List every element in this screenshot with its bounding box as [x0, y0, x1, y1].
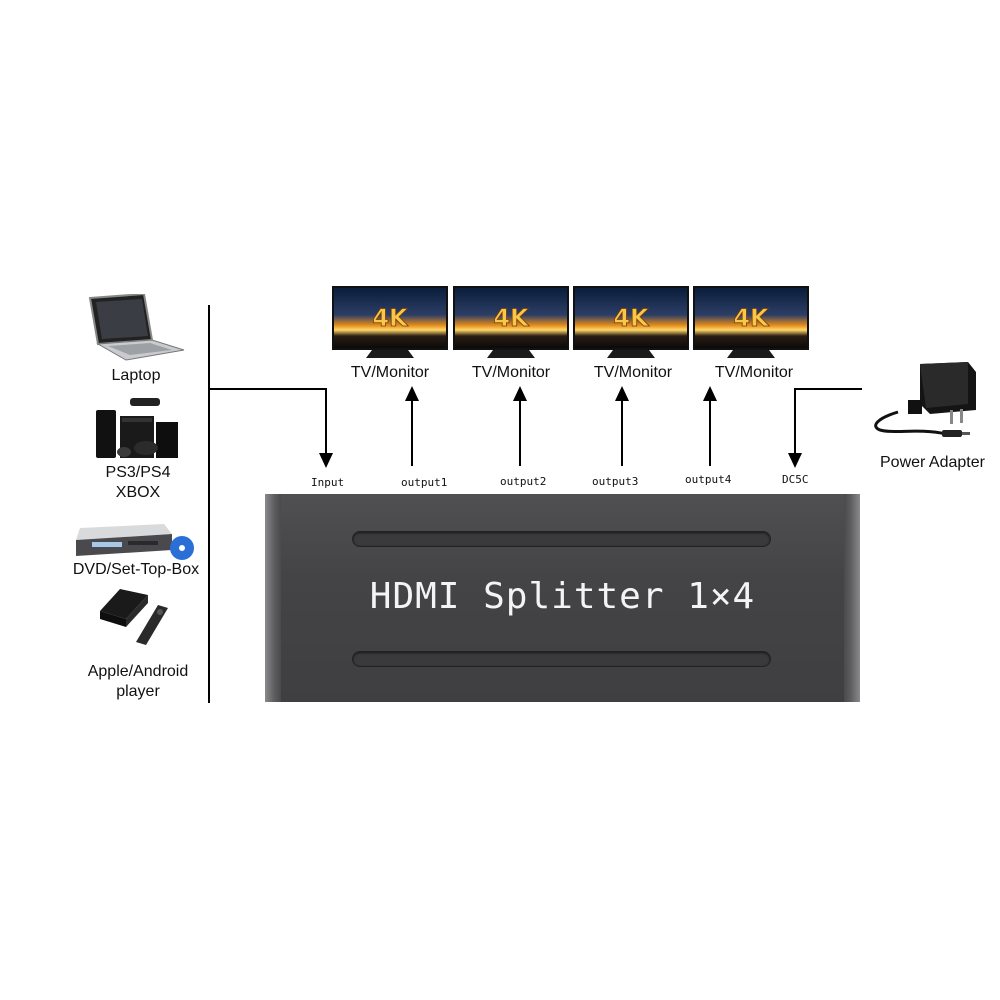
tv-badge-1: 4K [372, 304, 409, 332]
tv-monitor-4: 4K [693, 286, 809, 360]
port-label-output1: output1 [401, 476, 448, 489]
source-label-laptop: Laptop [111, 367, 161, 384]
tv-badge-2: 4K [493, 304, 530, 332]
power-arrowhead [788, 453, 802, 468]
port-label-input: Input [311, 476, 345, 489]
port-label-output3: output3 [592, 475, 639, 488]
tv-label-4: TV/Monitor [714, 364, 794, 381]
source-label-console: PS3/PS4 XBOX [105, 464, 171, 501]
port-label-output4: output4 [685, 473, 732, 486]
game-console-icon [94, 396, 180, 460]
vent-slot-top [352, 531, 771, 547]
laptop-icon [86, 292, 186, 366]
power-arrow-line [794, 388, 862, 455]
hdmi-splitter-device: HDMI Splitter 1×4 [265, 494, 860, 702]
tv-badge-4: 4K [733, 304, 770, 332]
tv-label-3: TV/Monitor [593, 364, 673, 381]
source-label-dvd: DVD/Set-Top-Box [72, 561, 200, 578]
input-arrow-line [210, 388, 327, 455]
tv-monitor-3: 4K [573, 286, 689, 360]
device-title: HDMI Splitter 1×4 [369, 576, 756, 617]
port-label-power: DC5C [782, 473, 809, 486]
tv-badge-3: 4K [613, 304, 650, 332]
source-label-media-player: Apple/Android player [87, 663, 189, 700]
tv-label-1: TV/Monitor [350, 364, 430, 381]
source-bus-line [208, 305, 210, 703]
media-player-icon [98, 585, 178, 649]
power-adapter-label: Power Adapter [880, 454, 985, 471]
output2-arrowhead [513, 386, 527, 401]
output1-arrowhead [405, 386, 419, 401]
dvd-player-icon [72, 522, 196, 562]
input-arrowhead [319, 453, 333, 468]
power-adapter-icon [868, 360, 978, 444]
output4-arrowhead [703, 386, 717, 401]
vent-slot-bottom [352, 651, 771, 667]
port-label-output2: output2 [500, 475, 547, 488]
device-left-edge [265, 494, 281, 702]
tv-label-2: TV/Monitor [471, 364, 551, 381]
output3-arrowhead [615, 386, 629, 401]
tv-monitor-1: 4K [332, 286, 448, 360]
tv-monitor-2: 4K [453, 286, 569, 360]
device-right-edge [844, 494, 860, 702]
